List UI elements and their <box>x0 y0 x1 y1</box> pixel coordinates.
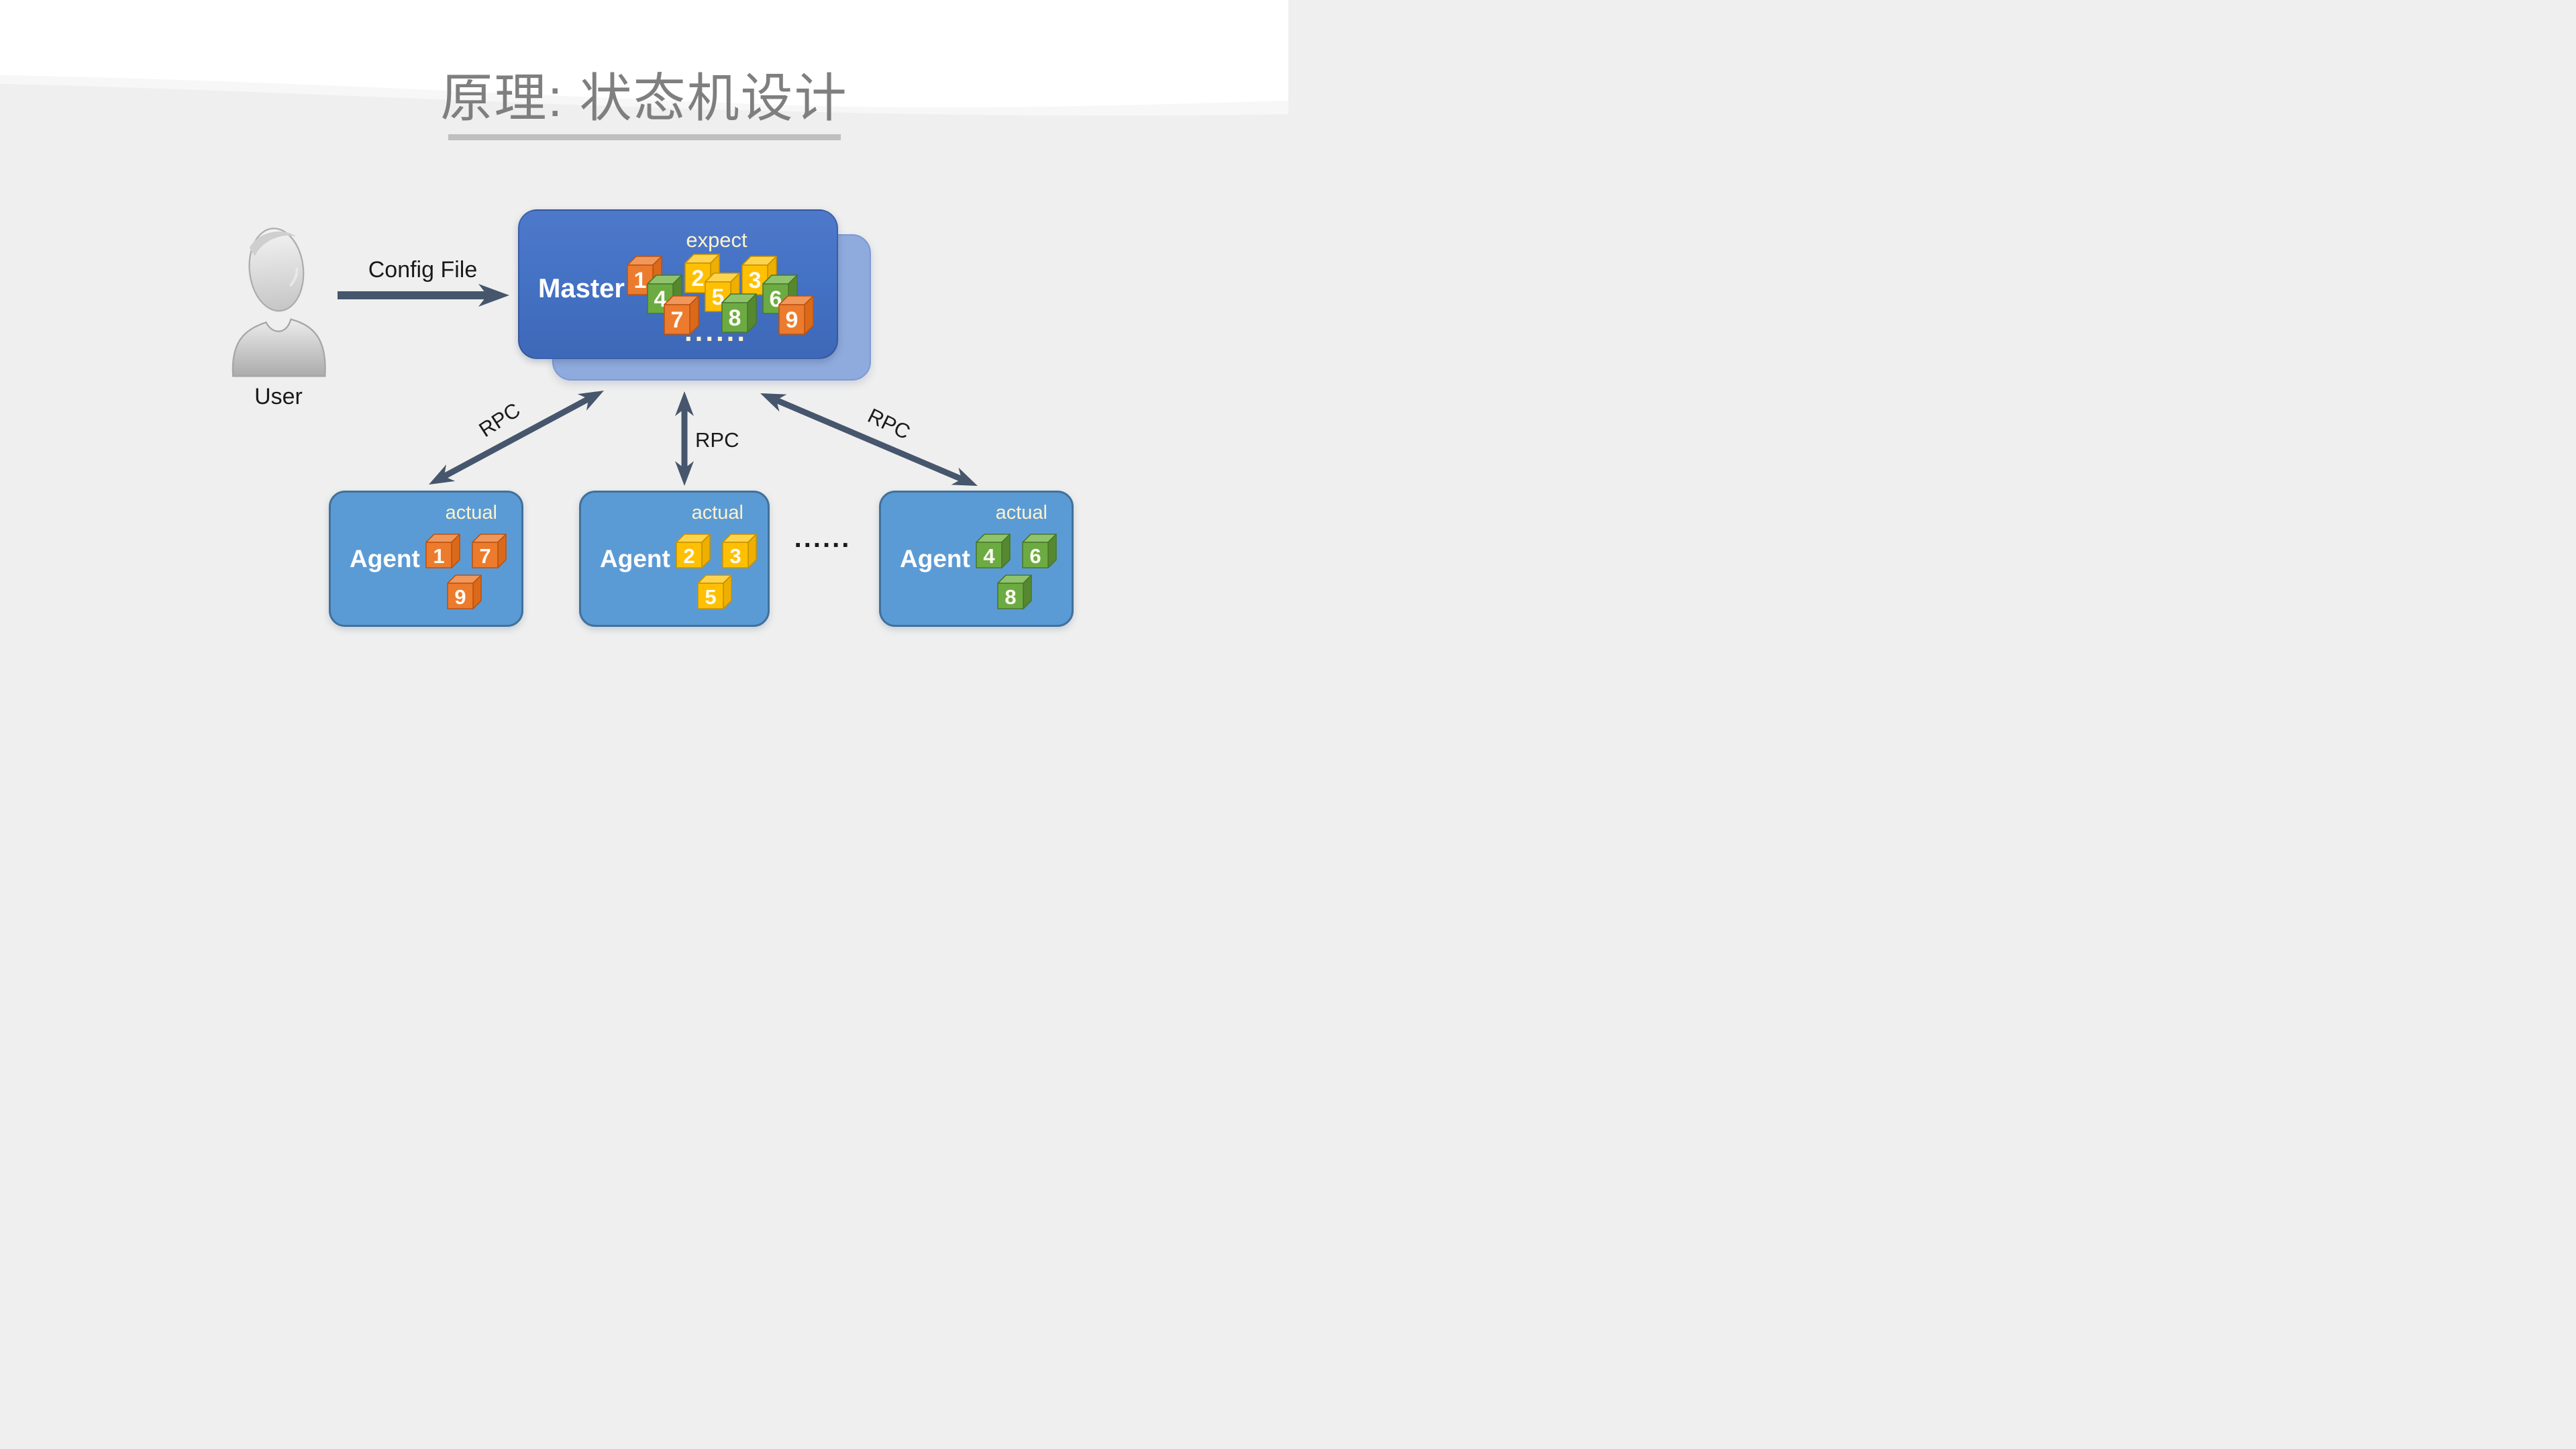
rpc-arrow-right <box>760 393 978 486</box>
master-expect-state-label: expect <box>686 228 748 252</box>
state-cube-8: 8 <box>997 574 1032 609</box>
rpc-arrow-left <box>429 391 604 485</box>
svg-text:7: 7 <box>479 544 491 568</box>
svg-text:1: 1 <box>634 268 647 293</box>
slide-background: 原理: 状态机设计 User Config File <box>0 0 1288 725</box>
master-label: Master <box>538 274 625 303</box>
agent-label: Agent <box>600 545 670 572</box>
config-file-label: Config File <box>368 257 478 283</box>
svg-text:5: 5 <box>712 285 725 310</box>
state-cube-7: 7 <box>472 534 507 568</box>
top-wave-decoration <box>0 0 1288 116</box>
state-cube-9: 9 <box>778 295 814 335</box>
title-underline <box>448 134 841 140</box>
svg-text:5: 5 <box>705 585 716 609</box>
agent-label: Agent <box>350 545 420 572</box>
svg-text:4: 4 <box>654 287 667 312</box>
config-file-arrow <box>338 284 509 307</box>
svg-text:8: 8 <box>729 305 741 331</box>
state-cube-4: 4 <box>647 274 682 314</box>
rpc-label-middle: RPC <box>695 428 739 452</box>
state-cube-4: 4 <box>976 534 1011 568</box>
agent-label: Agent <box>900 545 970 572</box>
more-agents-ellipsis: ...... <box>794 523 852 553</box>
agent-actual-state-label: actual <box>445 502 497 523</box>
user-person-icon <box>227 223 330 379</box>
state-cube-3: 3 <box>722 534 757 568</box>
state-cube-6: 6 <box>762 274 798 314</box>
page-title: 原理: 状态机设计 <box>440 68 848 128</box>
svg-text:9: 9 <box>786 307 798 333</box>
svg-text:1: 1 <box>433 544 444 568</box>
svg-text:9: 9 <box>454 585 466 609</box>
state-cube-1: 1 <box>425 534 460 568</box>
state-cube-7: 7 <box>664 295 699 335</box>
state-cube-6: 6 <box>1022 534 1057 568</box>
state-cube-5: 5 <box>697 574 732 609</box>
state-cube-9: 9 <box>447 574 482 609</box>
svg-text:2: 2 <box>692 266 705 291</box>
master-expect-cubes: 1 2 3 4 5 6 7 8 9 <box>624 250 825 350</box>
svg-text:7: 7 <box>671 307 684 333</box>
svg-text:8: 8 <box>1004 585 1016 609</box>
svg-text:6: 6 <box>1029 544 1041 568</box>
state-cube-2: 2 <box>676 534 711 568</box>
svg-text:4: 4 <box>983 544 995 568</box>
agent-actual-state-label: actual <box>691 502 743 523</box>
svg-text:2: 2 <box>683 544 694 568</box>
agent-actual-state-label: actual <box>995 502 1047 523</box>
user-label: User <box>254 384 303 409</box>
rpc-arrow-middle <box>675 391 694 486</box>
state-cube-8: 8 <box>721 293 757 333</box>
svg-text:3: 3 <box>749 268 762 293</box>
svg-text:3: 3 <box>729 544 741 568</box>
